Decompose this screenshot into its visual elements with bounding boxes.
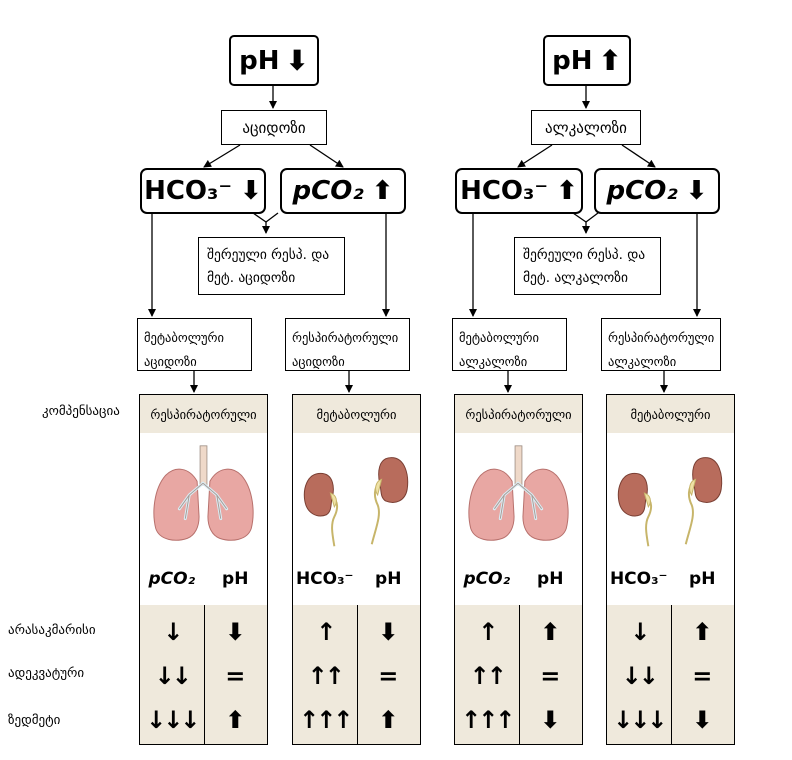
grid-cell: = [378, 662, 399, 690]
hco3-high-box: HCO₃⁻⬆ [455, 168, 583, 214]
metabolic-acidosis-box: მეტაბოლური აციდოზი [137, 318, 252, 371]
type-line-2: აციდოზი [144, 354, 197, 369]
respiratory-alkalosis-box: რესპირატორული ალკალოზი [601, 318, 721, 371]
grid-cell: ⬇ [540, 706, 561, 734]
metabolic-alkalosis-box: მეტაბოლური ალკალოზი [452, 318, 567, 371]
type-line-2: ალკალოზი [608, 354, 677, 369]
lungs-icon [153, 445, 254, 541]
arrow-up-icon: ⬆ [371, 176, 394, 206]
panel-respiratory-acidosis: რესპირატორული pCO₂ pH ↓ ⬇ ↓↓ = ↓↓↓ ⬆ [139, 394, 268, 745]
hco3-label: HCO₃⁻ [460, 176, 549, 206]
pco2-column-label: pCO₂ [148, 569, 196, 589]
type-line-1: მეტაბოლური [459, 330, 539, 345]
grid-cell: = [692, 662, 713, 690]
grid-cell: ⬆ [378, 706, 399, 734]
type-line-2: აციდოზი [292, 354, 345, 369]
ph-high-box: pH⬆ [543, 35, 631, 86]
respiratory-acidosis-box: რესპირატორული აციდოზი [285, 318, 410, 371]
compensation-grid: ↑ ⬇ ↑↑ = ↑↑↑ ⬆ [293, 605, 420, 744]
panel-header: რესპირატორული [455, 395, 582, 433]
column-header-row: HCO₃⁻ pH [293, 569, 420, 599]
grid-cell: ⬆ [225, 706, 246, 734]
compensation-grid: ↓ ⬆ ↓↓ = ↓↓↓ ⬇ [607, 605, 734, 744]
type-line-1: რესპირატორული [292, 330, 399, 345]
arrow-up-icon: ⬆ [556, 176, 578, 206]
grid-cell: ↑ [316, 618, 336, 646]
mixed-line-2: მეტ. ალკალოზი [523, 270, 629, 286]
grid-cell: ⬇ [692, 706, 713, 734]
grid-cell: = [225, 662, 246, 690]
ph-column-label: pH [375, 569, 402, 589]
grid-cell: ↓↓↓ [146, 706, 200, 734]
grid-cell: ↓ [630, 618, 650, 646]
mixed-line-2: მეტ. აციდოზი [207, 270, 296, 286]
grid-cell: ↓ [163, 618, 183, 646]
type-line-1: მეტაბოლური [144, 330, 224, 345]
ph-column-label: pH [537, 569, 564, 589]
column-header-row: pCO₂ pH [455, 569, 582, 599]
hco3-column-label: HCO₃⁻ [295, 569, 354, 589]
grid-cell: ⬇ [378, 618, 399, 646]
arrow-down-icon: ⬇ [285, 44, 309, 77]
grid-cell: ↓↓ [154, 662, 192, 690]
pco2-low-box: pCO₂⬇ [594, 168, 720, 214]
arrow-down-icon: ⬇ [240, 176, 262, 206]
pco2-label: pCO₂ [606, 176, 678, 206]
row-label-insufficient: არასაკმარისი [8, 623, 96, 638]
compensation-grid: ↑ ⬆ ↑↑ = ↑↑↑ ⬇ [455, 605, 582, 744]
grid-cell: ⬆ [540, 618, 561, 646]
grid-cell: ⬇ [225, 618, 246, 646]
ph-column-label: pH [689, 569, 716, 589]
type-line-2: ალკალოზი [459, 354, 528, 369]
arrow-down-icon: ⬇ [685, 176, 708, 206]
alkalosis-box: ალკალოზი [531, 110, 641, 145]
arrow-up-icon: ⬆ [598, 44, 622, 77]
mixed-line-1: შერეული რესპ. და [523, 247, 646, 263]
ph-low-box: pH⬇ [229, 35, 319, 86]
panel-respiratory-alkalosis: რესპირატორული pCO₂ pH ↑ ⬆ ↑↑ = ↑↑↑ ⬇ [454, 394, 583, 745]
compensation-grid: ↓ ⬇ ↓↓ = ↓↓↓ ⬆ [140, 605, 267, 744]
row-label-adequate: ადეკვატური [8, 666, 85, 681]
panel-metabolic-alkalosis: მეტაბოლური HCO₃⁻ pH ↓ ⬆ ↓↓ = ↓↓↓ ⬇ [606, 394, 735, 745]
grid-cell: ↓↓ [621, 662, 659, 690]
grid-cell: ↑↑↑ [299, 706, 353, 734]
grid-cell: = [540, 662, 561, 690]
grid-cell: ↑↑↑ [461, 706, 515, 734]
panel-header: რესპირატორული [140, 395, 267, 433]
kidneys-icon [303, 457, 409, 547]
panel-metabolic-acidosis: მეტაბოლური HCO₃⁻ pH ↑ ⬇ ↑↑ = ↑↑↑ ⬆ [292, 394, 421, 745]
column-header-row: HCO₃⁻ pH [607, 569, 734, 599]
pco2-column-label: pCO₂ [463, 569, 511, 589]
panel-header: მეტაბოლური [293, 395, 420, 433]
pco2-high-box: pCO₂⬆ [280, 168, 406, 214]
acidosis-box: აციდოზი [221, 110, 327, 145]
mixed-acidosis-box: შერეული რესპ. და მეტ. აციდოზი [198, 237, 345, 295]
ph-text: pH [239, 45, 280, 76]
hco3-column-label: HCO₃⁻ [609, 569, 668, 589]
hco3-label: HCO₃⁻ [144, 176, 233, 206]
grid-cell: ↑↑ [469, 662, 507, 690]
grid-cell: ⬆ [692, 618, 713, 646]
type-line-1: რესპირატორული [608, 330, 715, 345]
grid-cell: ↓↓↓ [613, 706, 667, 734]
ph-text: pH [552, 45, 593, 76]
lungs-icon [468, 445, 569, 541]
row-label-excessive: ზედმეტი [8, 713, 61, 728]
kidneys-icon [617, 457, 723, 547]
hco3-low-box: HCO₃⁻⬇ [140, 168, 266, 214]
panel-header: მეტაბოლური [607, 395, 734, 433]
mixed-line-1: შერეული რესპ. და [207, 247, 330, 263]
column-header-row: pCO₂ pH [140, 569, 267, 599]
compensation-label: კომპენსაცია [42, 404, 120, 419]
ph-column-label: pH [222, 569, 249, 589]
mixed-alkalosis-box: შერეული რესპ. და მეტ. ალკალოზი [514, 237, 661, 295]
grid-cell: ↑ [478, 618, 498, 646]
grid-cell: ↑↑ [307, 662, 345, 690]
pco2-label: pCO₂ [292, 176, 364, 206]
